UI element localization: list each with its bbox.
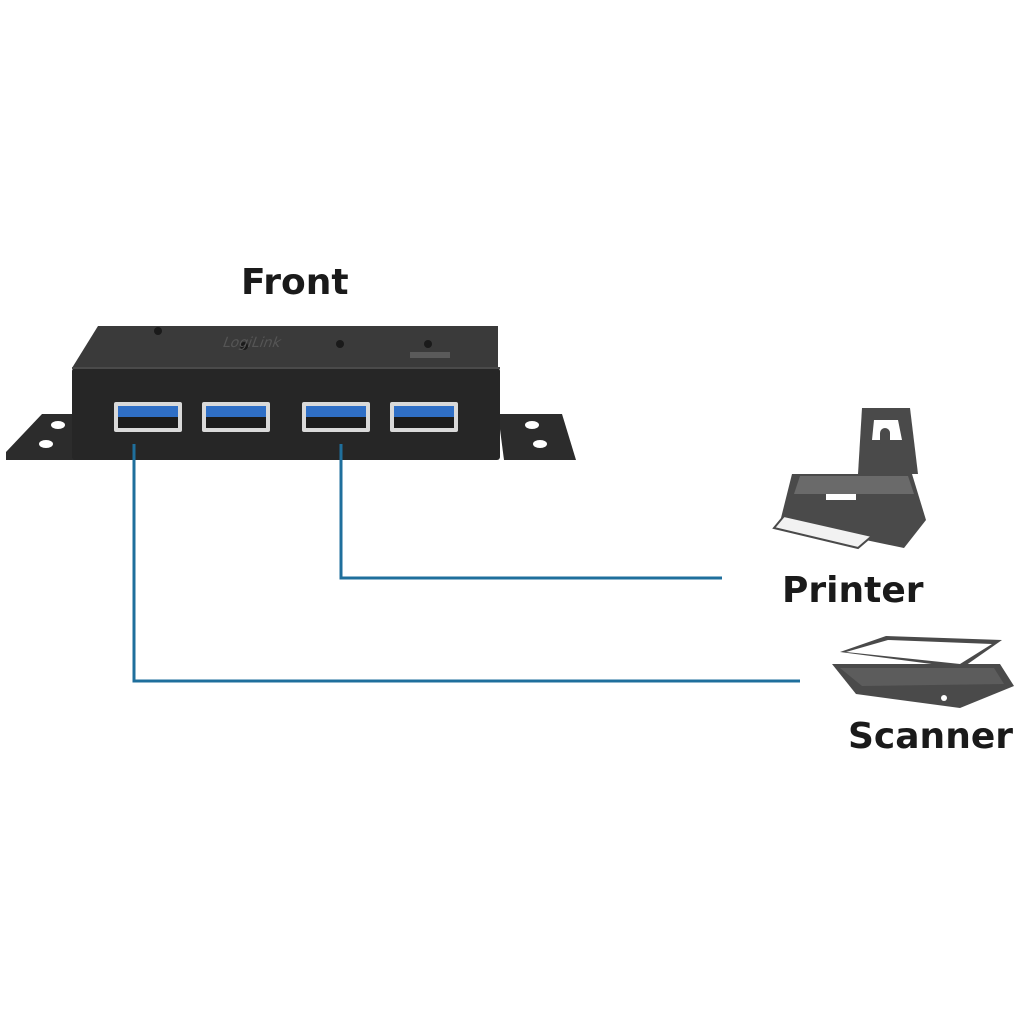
usb-port-2 bbox=[202, 402, 270, 432]
usb-port-4 bbox=[390, 402, 458, 432]
printer-icon bbox=[772, 408, 926, 550]
cable-to-scanner bbox=[132, 444, 800, 683]
top-screws bbox=[154, 327, 432, 350]
hub-top bbox=[72, 326, 498, 368]
cable-to-printer bbox=[339, 444, 722, 580]
brand-logo: LogiLink bbox=[220, 335, 284, 350]
mounting-bracket-right bbox=[498, 414, 576, 460]
hub-front-face bbox=[72, 368, 500, 460]
certification-mark bbox=[410, 352, 450, 358]
mounting-bracket-left bbox=[6, 414, 78, 460]
usb-port-3 bbox=[302, 402, 370, 432]
scanner-label: Scanner bbox=[848, 716, 1013, 757]
scanner-icon bbox=[832, 636, 1014, 708]
usb-hub: LogiLink bbox=[6, 326, 576, 460]
printer-label: Printer bbox=[782, 570, 924, 611]
front-label: Front bbox=[241, 262, 349, 303]
usb-port-1 bbox=[114, 402, 182, 432]
